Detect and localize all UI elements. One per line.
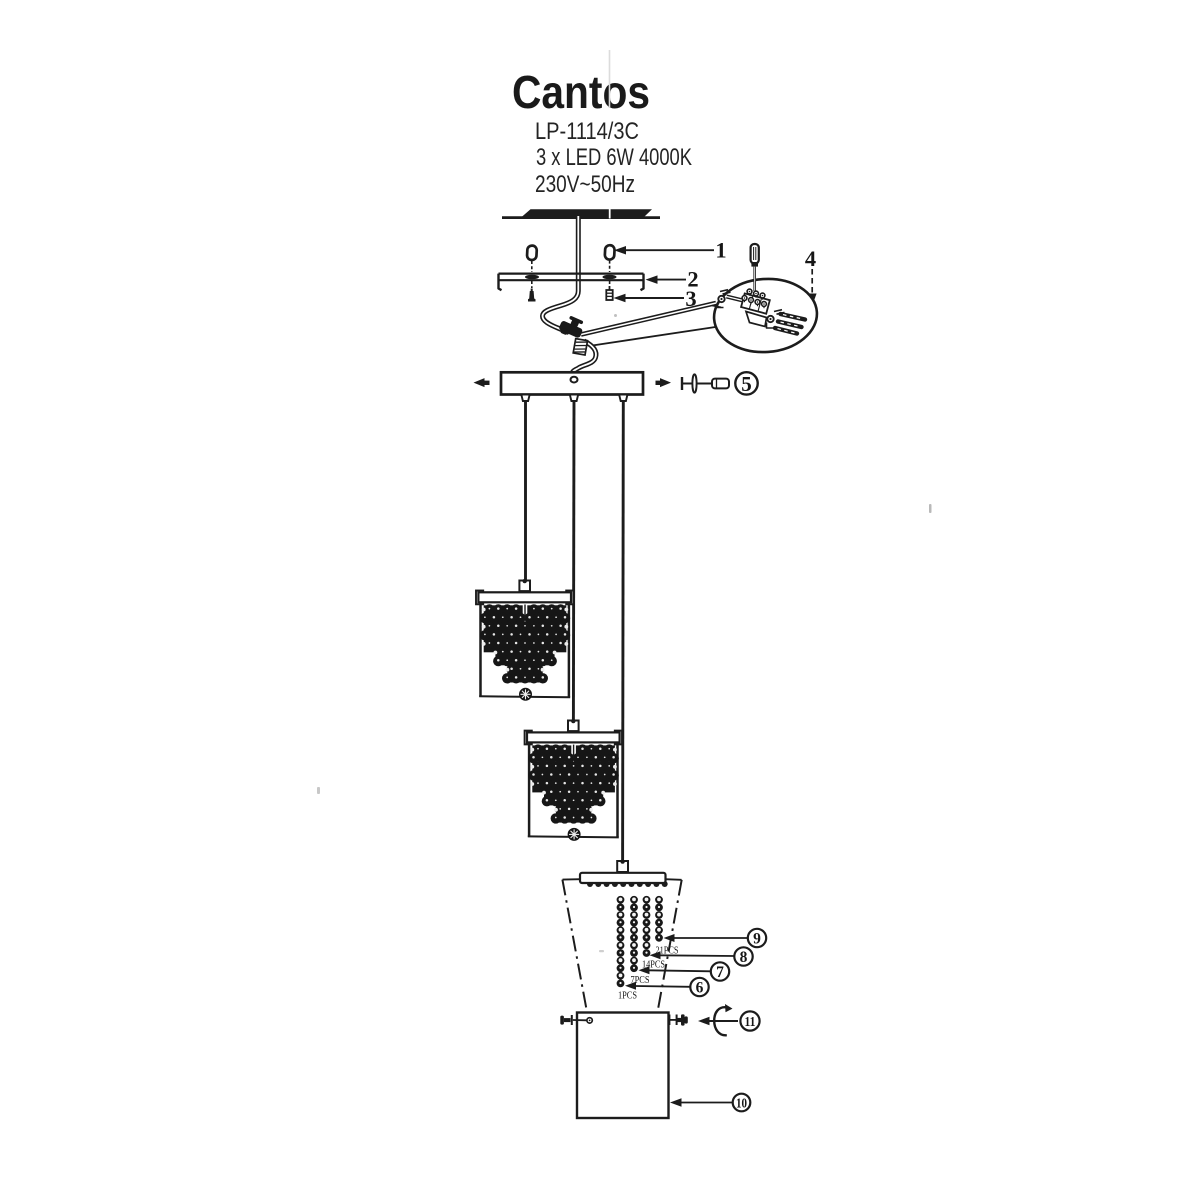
svg-text:2: 2: [687, 267, 698, 292]
svg-text:10: 10: [736, 1096, 747, 1111]
svg-text:3 x LED 6W 4000K: 3 x LED 6W 4000K: [536, 144, 692, 171]
svg-text:1: 1: [715, 238, 726, 263]
svg-text:LP-1114/3C: LP-1114/3C: [535, 118, 639, 145]
svg-text:5: 5: [741, 372, 752, 396]
svg-text:3: 3: [685, 286, 696, 311]
svg-text:21PCS: 21PCS: [656, 945, 679, 957]
svg-text:7: 7: [716, 964, 724, 981]
svg-text:4: 4: [805, 246, 816, 271]
svg-text:6: 6: [696, 979, 704, 996]
svg-text:Cantos: Cantos: [512, 66, 650, 118]
svg-text:1PCS: 1PCS: [618, 990, 637, 1002]
svg-text:8: 8: [740, 949, 748, 966]
svg-text:230V~50Hz: 230V~50Hz: [535, 171, 635, 198]
svg-text:11: 11: [745, 1014, 756, 1029]
svg-text:9: 9: [753, 930, 761, 947]
